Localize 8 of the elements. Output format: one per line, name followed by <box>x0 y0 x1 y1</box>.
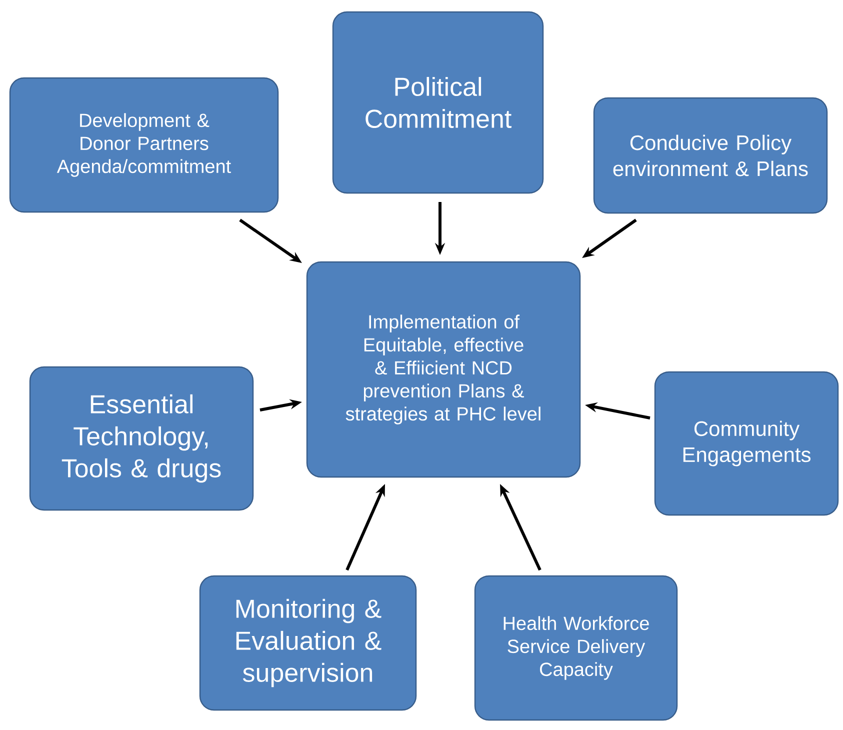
process-box: Implementation of Equitable, effective & Effiicient NCD prevention Plans & strategies at PHC level <box>306 261 581 478</box>
process-box: Monitoring & Evaluation & supervision <box>199 575 417 711</box>
process-box: Health Workforce Service Delivery Capacity <box>474 575 678 721</box>
process-box: Development & Donor Partners Agenda/commitment <box>9 77 279 213</box>
process-box: Community Engagements <box>654 371 839 516</box>
process-box: Political Commitment <box>332 11 544 194</box>
process-box: Essential Technology, Tools & drugs <box>29 366 254 511</box>
process-box: Conducive Policy environment & Plans <box>593 97 828 214</box>
